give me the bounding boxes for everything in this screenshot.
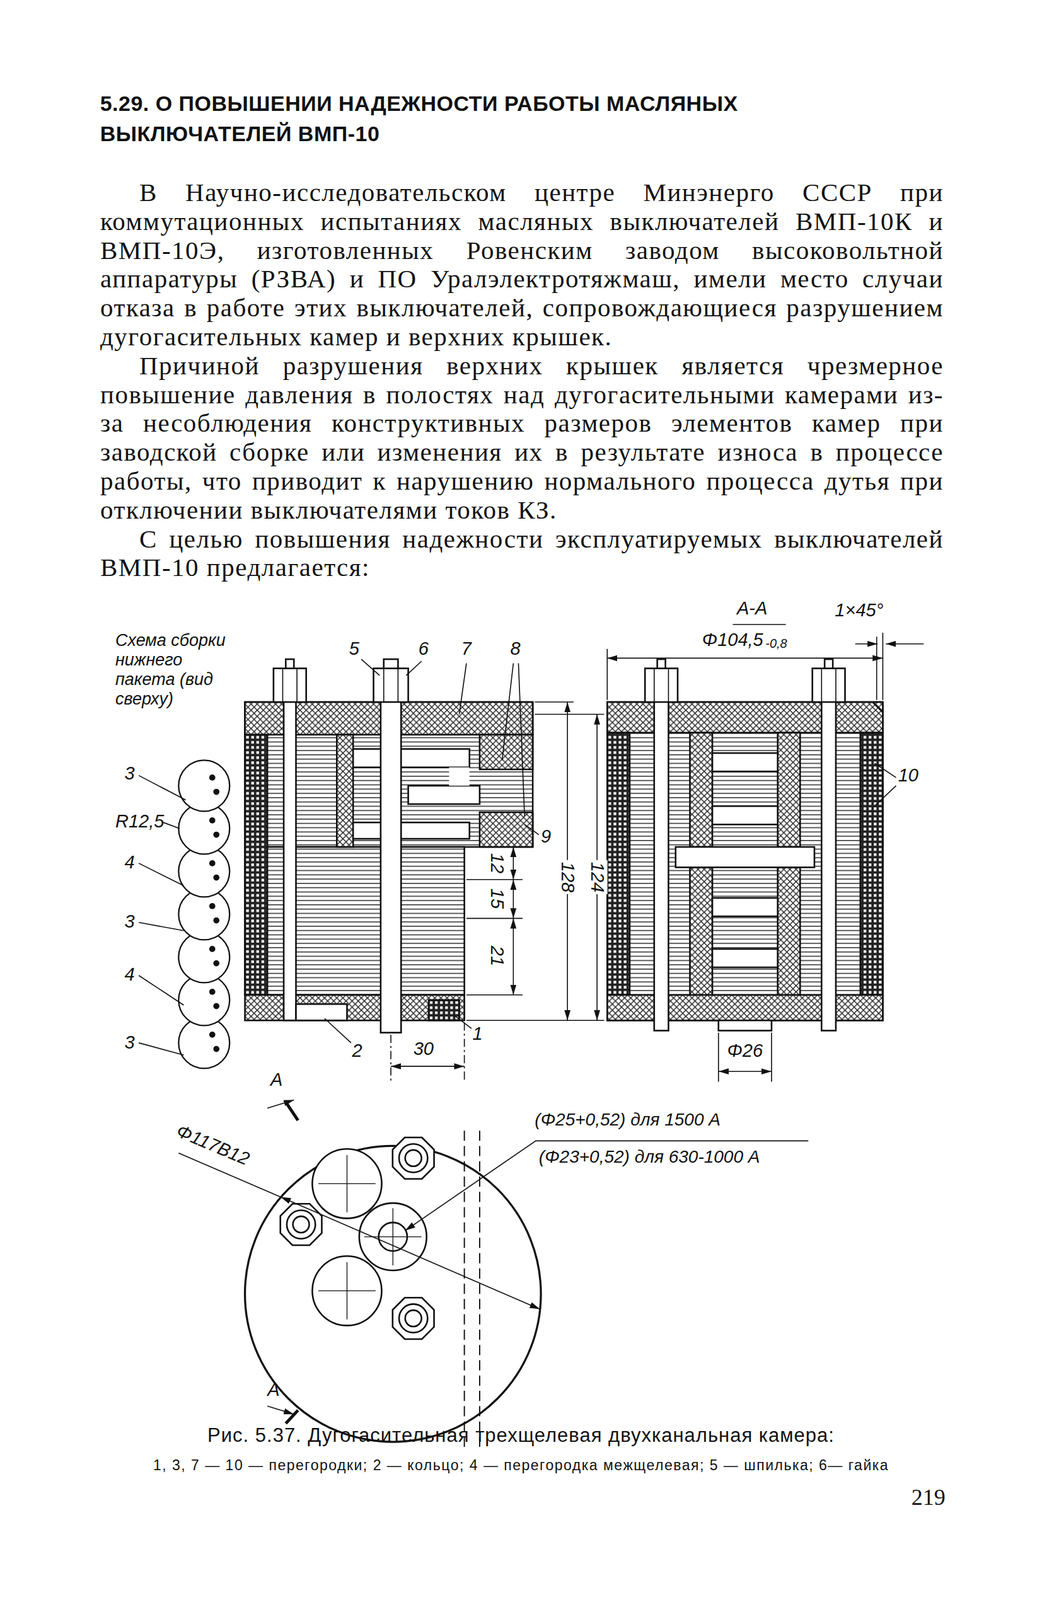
- dimension: Φ104,5: [702, 629, 764, 651]
- assembly-scheme: [138, 760, 230, 1069]
- dimension: 12: [486, 853, 508, 874]
- callout-number: 3: [124, 1032, 135, 1054]
- tolerance: -0,8: [765, 636, 787, 652]
- dimension: 15: [486, 888, 508, 909]
- body-paragraph: С целью повышения надежности эксплуатиру…: [100, 525, 944, 584]
- section-mark: А-А: [736, 598, 768, 620]
- dimension: 21: [486, 946, 508, 967]
- page-number: 219: [911, 1485, 946, 1511]
- dimension-lines: [324, 659, 605, 1085]
- chamber-plan-view: [245, 1130, 542, 1450]
- body-paragraph: В Научно-исследовательском центре Минэне…: [100, 178, 944, 352]
- dimension: 1×45°: [834, 600, 884, 621]
- callout-number: 3: [124, 911, 135, 933]
- figure-caption: Рис. 5.37. Дугогасительная трехщелевая д…: [0, 1424, 1042, 1448]
- dimension: 124: [586, 860, 608, 895]
- callout-number: 5: [349, 638, 360, 660]
- dimension: Φ117В12: [173, 1120, 253, 1170]
- chamber-side-view: [245, 659, 534, 1034]
- plan-dimensions: [178, 1100, 809, 1425]
- callout-number: 2: [352, 1040, 363, 1062]
- callout-number: 10: [898, 765, 919, 787]
- dimension: 30: [413, 1038, 434, 1060]
- callout-number: 8: [510, 638, 521, 660]
- callout-number: 1: [472, 1023, 483, 1045]
- callout-number: 4: [124, 852, 135, 874]
- dimension: 128: [556, 860, 578, 895]
- callout-number: 4: [124, 964, 135, 986]
- section-mark: А: [270, 1069, 283, 1091]
- section-dimensions: [607, 624, 924, 1082]
- dimension-note: (Φ25+0,52) для 1500 А: [534, 1110, 721, 1131]
- section-heading: 5.29. О ПОВЫШЕНИИ НАДЕЖНОСТИ РАБОТЫ МАСЛ…: [100, 88, 832, 149]
- callout-number: 9: [540, 826, 551, 848]
- dimension: R12,5: [115, 811, 164, 833]
- callout-number: 3: [124, 763, 135, 785]
- section-mark: А: [267, 1379, 280, 1401]
- callout-number: 7: [461, 638, 472, 660]
- figure-key: 1, 3, 7 — 10 — перегородки; 2 — кольцо; …: [0, 1457, 1042, 1474]
- callout-number: 6: [418, 638, 429, 660]
- body-paragraph: Причиной разрушения верхних крышек являе…: [100, 351, 944, 526]
- dimension-note: (Φ23+0,52) для 630-1000 А: [538, 1147, 761, 1168]
- chamber-section-view: [607, 659, 883, 1031]
- scheme-title: Схема сборки нижнего пакета (вид сверху): [115, 630, 236, 710]
- dimension: Φ26: [727, 1040, 764, 1062]
- text-column: В Научно-исследовательском центре Минэне…: [100, 178, 944, 583]
